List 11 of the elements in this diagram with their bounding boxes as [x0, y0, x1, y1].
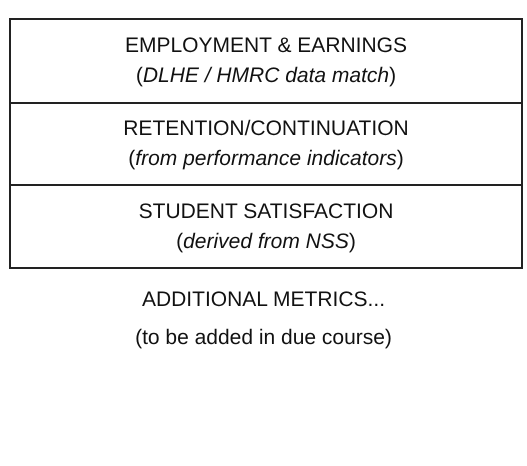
subtitle-text: (derived from NSS): [176, 228, 356, 254]
category-band: [9, 184, 523, 269]
category-band: [9, 18, 523, 104]
heading-text: EMPLOYMENT & EARNINGS: [124, 33, 407, 59]
note-heading: ADDITIONAL METRICS...: [140, 287, 386, 313]
category-band: [9, 102, 523, 186]
note-text: (to be added in due course): [134, 325, 393, 351]
heading-text: STUDENT SATISFACTION: [138, 198, 394, 224]
subtitle-text: (from performance indicators): [128, 146, 404, 172]
subtitle-text: (DLHE / HMRC data match): [136, 63, 396, 89]
heading-text: RETENTION/CONTINUATION: [123, 116, 409, 142]
